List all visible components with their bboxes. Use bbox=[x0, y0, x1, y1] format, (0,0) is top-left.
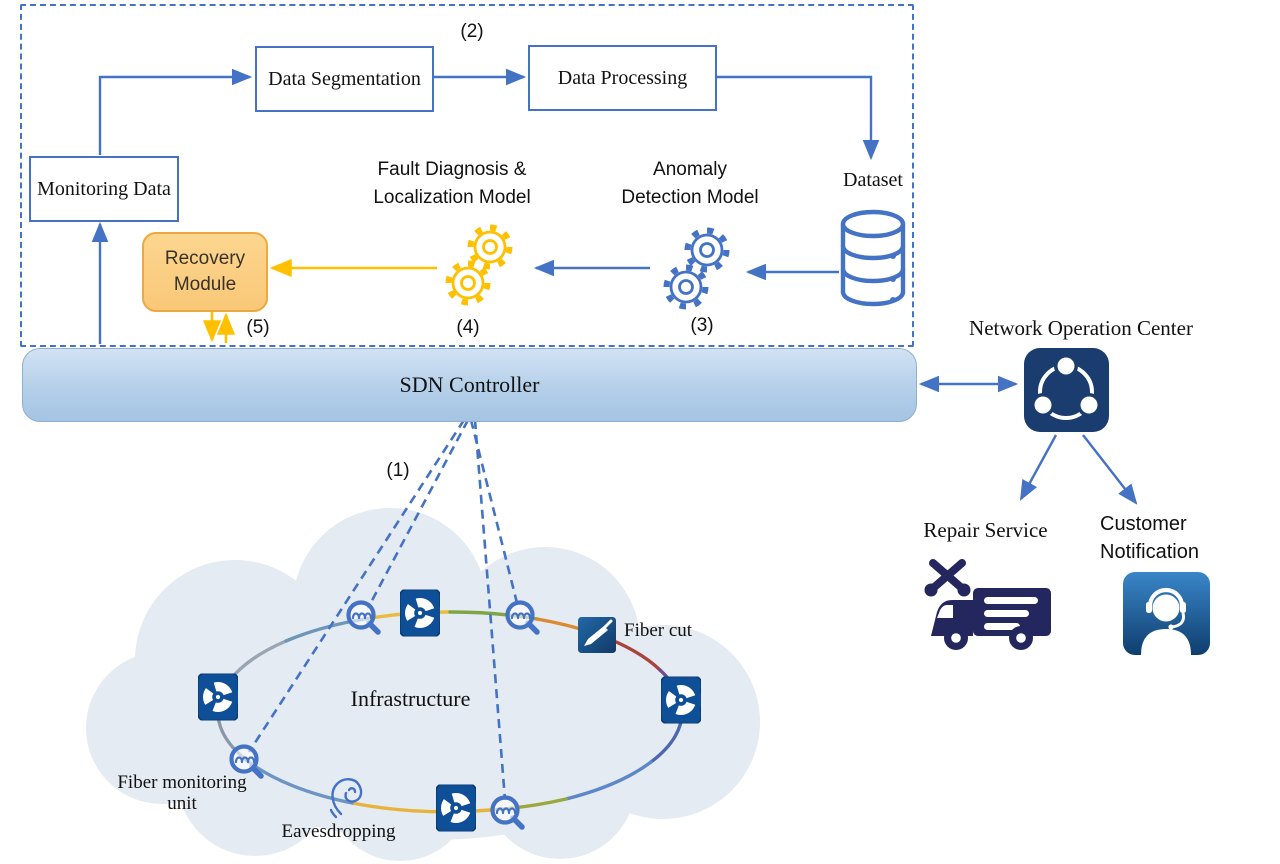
ear-eavesdropping-icon bbox=[329, 778, 363, 819]
sdn-controller-label: SDN Controller bbox=[399, 372, 540, 397]
customer-notification-label: Customer Notification bbox=[1100, 513, 1199, 563]
recovery-module-box: Recovery Module bbox=[142, 232, 268, 312]
database-icon bbox=[840, 209, 906, 307]
sdn-controller-bar: SDN Controller bbox=[22, 348, 917, 422]
step-1-label: (1) bbox=[386, 460, 410, 481]
monitoring-data-box: Monitoring Data bbox=[29, 156, 179, 222]
step-4-label: (4) bbox=[456, 317, 480, 338]
step-5-label: (5) bbox=[246, 317, 270, 338]
repair-service-label: Repair Service bbox=[923, 518, 1048, 542]
noc-label: Network Operation Center bbox=[969, 316, 1193, 340]
monitoring-data-label: Monitoring Data bbox=[37, 177, 171, 200]
dataset-label: Dataset bbox=[843, 169, 903, 191]
data-segmentation-box: Data Segmentation bbox=[255, 46, 434, 112]
network-node-icon bbox=[661, 676, 701, 724]
headset-agent-icon bbox=[1123, 572, 1210, 655]
fiber-monitoring-unit-label: Fiber monitoring unit bbox=[117, 772, 247, 814]
share-network-icon bbox=[1024, 348, 1109, 432]
fiber-cut-label: Fiber cut bbox=[624, 620, 693, 641]
step-3-label: (3) bbox=[690, 315, 714, 336]
repair-truck-icon bbox=[924, 559, 1051, 650]
fault-model-label: Fault Diagnosis & Localization Model bbox=[373, 159, 531, 208]
recovery-arrows bbox=[202, 258, 437, 343]
step-2-label: (2) bbox=[460, 21, 484, 42]
network-node-icon bbox=[436, 784, 476, 832]
ml-pipeline-frame bbox=[20, 4, 914, 347]
eavesdropping-label: Eavesdropping bbox=[281, 821, 396, 842]
network-node-icon bbox=[198, 673, 238, 721]
data-segmentation-label: Data Segmentation bbox=[268, 67, 421, 90]
pipeline-arrows bbox=[91, 68, 1138, 505]
recovery-module-label: Recovery Module bbox=[164, 248, 246, 295]
knife-fiber-cut-icon bbox=[578, 617, 616, 653]
data-processing-label: Data Processing bbox=[557, 66, 688, 89]
network-node-icon bbox=[400, 589, 440, 637]
infrastructure-label: Infrastructure bbox=[350, 686, 471, 711]
sdn-control-links bbox=[247, 419, 519, 801]
anomaly-model-label: Anomaly Detection Model bbox=[621, 159, 759, 208]
data-processing-box: Data Processing bbox=[528, 45, 717, 111]
